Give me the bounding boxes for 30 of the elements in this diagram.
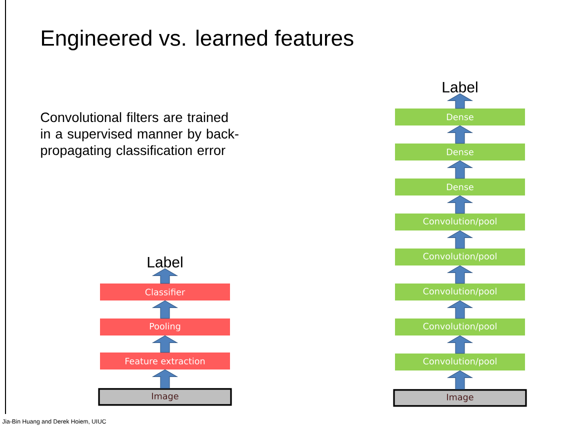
block-arrow [152, 369, 178, 388]
block-arrow [446, 125, 474, 144]
title: Engineered vs. learned features [42, 30, 354, 50]
layer-box: Dense [395, 144, 525, 160]
layer-box: Convolution/pool [395, 214, 525, 230]
layer-box: Convolution/pool [395, 318, 525, 336]
block-arrow [152, 335, 178, 353]
layer-box: Pooling [100, 318, 230, 336]
block-arrow [446, 265, 474, 284]
block-arrow [152, 300, 178, 319]
block-arrow [446, 195, 474, 214]
layer-box: Convolution/pool [395, 284, 525, 300]
block-arrow [152, 268, 178, 284]
block-arrow [446, 93, 474, 109]
layer-box: Classifier [100, 284, 230, 300]
layer-box: Feature extraction [100, 352, 230, 370]
layer-box: Convolution/pool [395, 353, 525, 370]
block-arrow [446, 370, 474, 390]
image-box: Image [393, 389, 527, 407]
label-text: Label [442, 81, 478, 92]
block-arrow [446, 300, 474, 319]
image-box: Image [98, 388, 232, 406]
layer-box: Convolution/pool [395, 248, 525, 266]
layer-box: Dense [395, 108, 525, 126]
label-text: Label [148, 256, 182, 268]
layer-box: Dense [395, 178, 525, 196]
block-arrow [446, 335, 474, 354]
block-arrow [446, 160, 474, 179]
description-text: Convolutional filters are trained in a supervised manner by back-propagating classification error [40, 112, 238, 158]
block-arrow [446, 230, 474, 249]
